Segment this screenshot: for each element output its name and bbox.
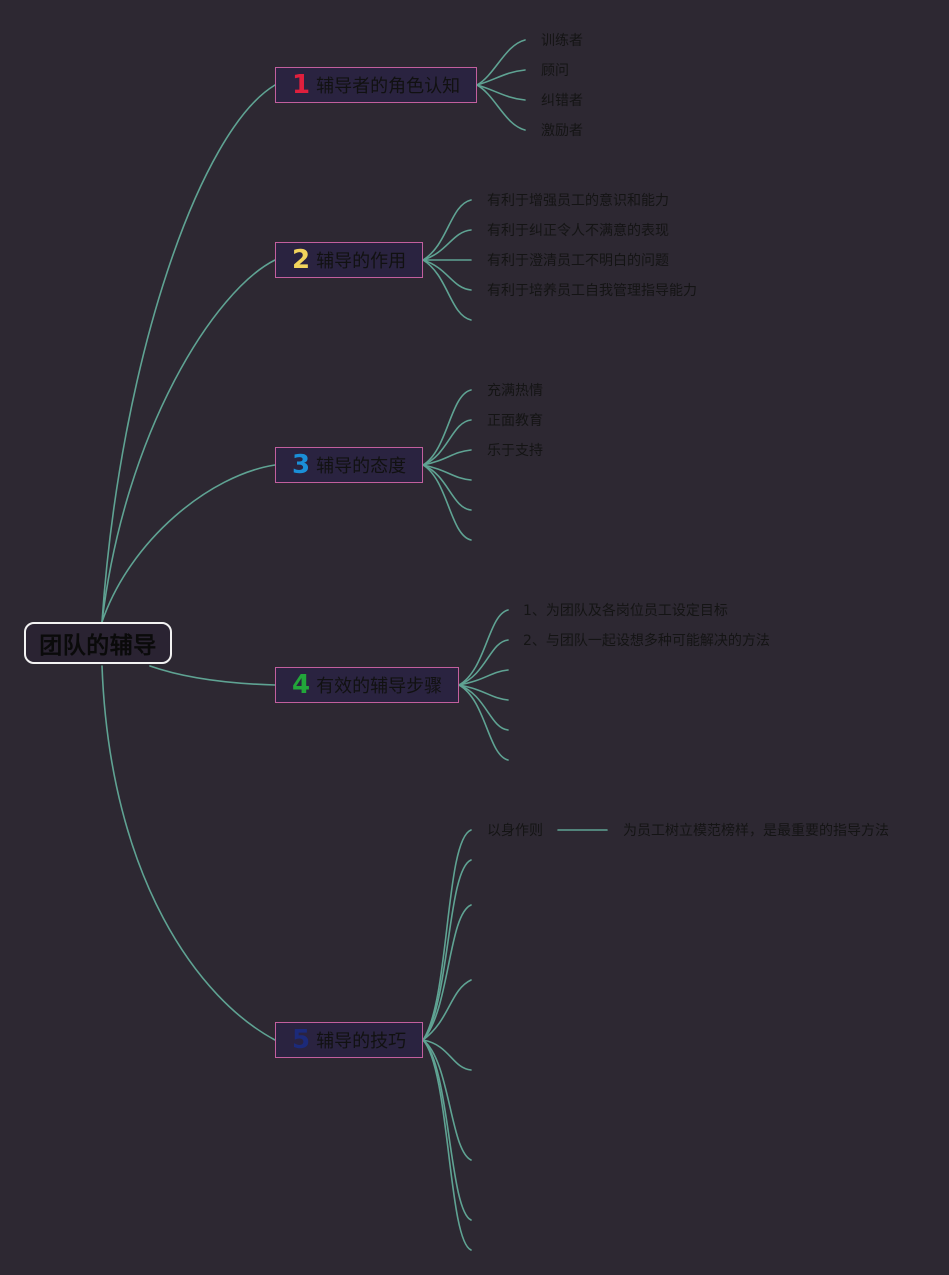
connector-b3-leaf-3 [422, 449, 472, 466]
branch-5[interactable]: 5 辅导的技巧 [275, 1022, 423, 1058]
connector-b5-leaf-6 [422, 1039, 472, 1161]
branch-3-leaf-2[interactable]: 正面教育 [487, 413, 543, 429]
branch-1[interactable]: 1 辅导者的角色认知 [275, 67, 477, 103]
branch-4-number: 4 [292, 670, 311, 700]
connector-b3-leaf-2 [422, 419, 472, 466]
connector-root-branch-3 [101, 464, 276, 623]
branch-2[interactable]: 2 辅导的作用 [275, 242, 423, 278]
branch-3-leaf-1[interactable]: 充满热情 [487, 383, 543, 399]
branch-5-number: 5 [292, 1025, 311, 1055]
connector-b1-leaf-1 [476, 39, 526, 86]
connector-b4-leaf-5 [458, 684, 509, 731]
connector-b4-leaf-2 [458, 639, 509, 686]
connector-b2-leaf-4 [422, 259, 472, 291]
branch-3-leaf-3[interactable]: 乐于支持 [487, 443, 543, 459]
connector-b5-leaf-3 [422, 904, 472, 1041]
connector-b4-leaf-1 [458, 609, 509, 686]
branch-4[interactable]: 4 有效的辅导步骤 [275, 667, 459, 703]
branch-1-number: 1 [292, 70, 311, 100]
connector-b3-leaf-6 [422, 464, 472, 541]
connector-b4-leaf-3 [458, 669, 509, 686]
branch-3[interactable]: 3 辅导的态度 [275, 447, 423, 483]
branch-3-label: 辅导的态度 [316, 456, 407, 477]
branch-2-leaf-1[interactable]: 有利于增强员工的意识和能力 [487, 193, 669, 209]
connector-b5-leaf-7 [422, 1039, 472, 1221]
connector-root-branch-5 [101, 665, 276, 1041]
connector-b4-leaf-4 [458, 684, 509, 701]
connector-root-branch-2 [101, 259, 276, 623]
branch-2-number: 2 [292, 245, 311, 275]
root-topic-label: 团队的辅导 [39, 633, 157, 659]
connector-b5-leaf-4 [422, 979, 472, 1041]
branch-4-leaf-1[interactable]: 1、为团队及各岗位员工设定目标 [523, 603, 728, 619]
branch-3-number: 3 [292, 450, 311, 480]
branch-5-label: 辅导的技巧 [316, 1031, 407, 1052]
branch-1-label: 辅导者的角色认知 [316, 76, 461, 97]
branch-1-leaf-4[interactable]: 激励者 [541, 123, 583, 139]
connector-b2-leaf-1 [422, 199, 472, 261]
branch-5-sub-note[interactable]: 为员工树立模范榜样，是最重要的指导方法 [623, 823, 889, 839]
connector-b5-leaf-8 [422, 1039, 472, 1251]
branch-2-label: 辅导的作用 [316, 251, 407, 272]
root-topic[interactable]: 团队的辅导 [24, 622, 172, 664]
connector-b3-leaf-4 [422, 464, 472, 481]
connector-b1-leaf-4 [476, 84, 526, 131]
connector-b3-leaf-1 [422, 389, 472, 466]
branch-2-leaf-2[interactable]: 有利于纠正令人不满意的表现 [487, 223, 669, 239]
connector-b2-leaf-5 [422, 259, 472, 321]
branch-1-leaf-3[interactable]: 纠错者 [541, 93, 583, 109]
connector-b3-leaf-5 [422, 464, 472, 511]
connector-root-branch-4 [149, 665, 276, 686]
connector-b5-leaf-1 [422, 829, 472, 1041]
branch-4-label: 有效的辅导步骤 [316, 676, 443, 697]
connector-b1-leaf-3 [476, 84, 526, 101]
connector-root-branch-1 [101, 84, 276, 623]
branch-2-leaf-4[interactable]: 有利于培养员工自我管理指导能力 [487, 283, 697, 299]
branch-1-leaf-2[interactable]: 顾问 [541, 63, 569, 79]
branch-2-leaf-3[interactable]: 有利于澄清员工不明白的问题 [487, 253, 669, 269]
branch-1-leaf-1[interactable]: 训练者 [541, 33, 583, 49]
connector-b5-leaf-5 [422, 1039, 472, 1071]
branch-5-leaf-1[interactable]: 以身作则 [487, 823, 543, 839]
connector-b4-leaf-6 [458, 684, 509, 761]
connector-b2-leaf-2 [422, 229, 472, 261]
connector-b1-leaf-2 [476, 69, 526, 86]
connector-b5-leaf-2 [422, 859, 472, 1041]
branch-4-leaf-2[interactable]: 2、与团队一起设想多种可能解决的方法 [523, 633, 770, 649]
